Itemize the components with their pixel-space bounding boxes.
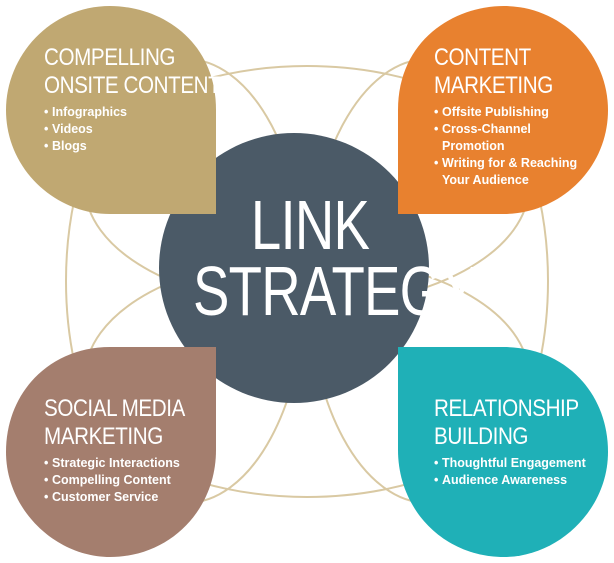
list-item: Thoughtful Engagement [434, 455, 602, 472]
petal-tr-content: CONTENT MARKETING Offsite Publishing Cro… [434, 44, 577, 189]
petal-br-list: Thoughtful Engagement Audience Awareness [434, 455, 602, 489]
petal-bl-title-line1: SOCIAL MEDIA [44, 395, 185, 422]
petal-tl-title-line2: ONSITE CONTENT [44, 72, 221, 99]
petal-tl-title-line1: COMPELLING [44, 44, 176, 71]
list-item: Videos [44, 121, 249, 138]
petal-bl-title-line2: MARKETING [44, 423, 163, 450]
list-item: Offsite Publishing [434, 104, 577, 121]
list-item: Infographics [44, 104, 249, 121]
petal-tr-title-line2: MARKETING [434, 72, 553, 99]
petal-tr-title-line1: CONTENT [434, 44, 531, 71]
petal-br-title: RELATIONSHIP BUILDING [434, 395, 579, 451]
center-title-line1: LINK [250, 186, 370, 264]
list-item: Blogs [44, 138, 249, 155]
petal-relationship-building [398, 347, 608, 557]
petal-bl-content: SOCIAL MEDIA MARKETING Strategic Interac… [44, 395, 208, 506]
list-item: Strategic Interactions [44, 455, 208, 472]
center-circle [159, 133, 429, 403]
petal-br-title-line1: RELATIONSHIP [434, 395, 579, 422]
petal-tl-content: COMPELLING ONSITE CONTENT Infographics V… [44, 44, 249, 155]
petal-br-title-line2: BUILDING [434, 423, 529, 450]
petal-tl-list: Infographics Videos Blogs [44, 104, 249, 155]
petal-tr-title: CONTENT MARKETING [434, 44, 557, 100]
list-item-line: Cross-Channel [442, 122, 531, 136]
petal-br-content: RELATIONSHIP BUILDING Thoughtful Engagem… [434, 395, 602, 489]
petal-bl-title: SOCIAL MEDIA MARKETING [44, 395, 185, 451]
petal-bl-list: Strategic Interactions Compelling Conten… [44, 455, 208, 506]
list-item: Compelling Content [44, 472, 208, 489]
petal-tr-list: Offsite Publishing Cross-ChannelPromotio… [434, 104, 577, 189]
list-item-line-cont: Promotion [442, 139, 505, 153]
petal-tl-title: COMPELLING ONSITE CONTENT [44, 44, 221, 100]
list-item: Audience Awareness [434, 472, 602, 489]
center-title: LINK STRATEGY [193, 186, 478, 330]
list-item-line: Writing for & Reaching [442, 156, 578, 170]
list-item-line-cont: Your Audience [442, 173, 529, 187]
list-item: Customer Service [44, 489, 208, 506]
center-title-line2: STRATEGY [193, 252, 478, 330]
